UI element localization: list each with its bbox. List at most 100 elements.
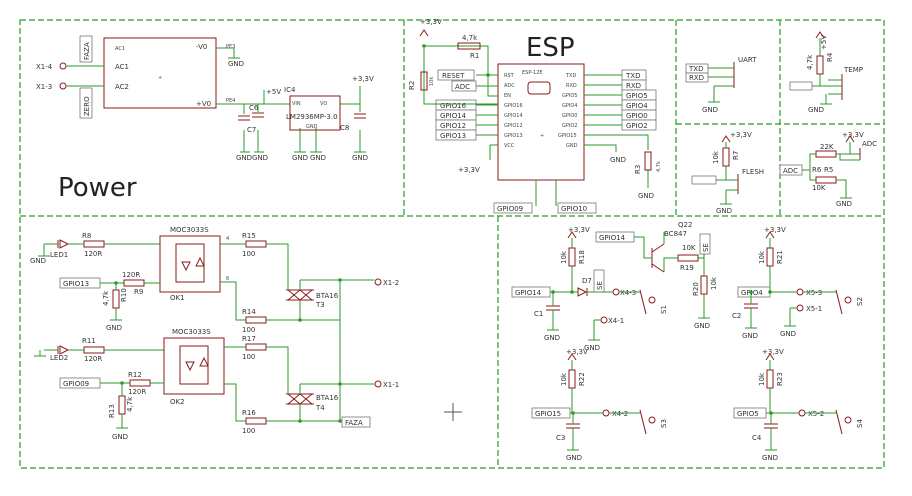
ic4-regulator: IC4 VIN VO GND LM2936MP-3.0 bbox=[284, 86, 341, 131]
esp-pin-gnd: GND bbox=[566, 143, 578, 149]
r13-designator: R13 bbox=[108, 404, 116, 418]
module-pin-ac1: AC1 bbox=[115, 63, 129, 71]
cap-c7: C7 bbox=[247, 126, 256, 134]
crosshair-cursor bbox=[444, 403, 462, 421]
esp-net-gpio09: GPIO09 bbox=[497, 205, 523, 213]
uart-net-rxd: RXD bbox=[689, 74, 704, 82]
gnd-label-esp: GND bbox=[610, 156, 626, 164]
r23-designator: R23 bbox=[776, 372, 784, 386]
r18-designator: R18 bbox=[578, 250, 586, 264]
cap-c8: C8 bbox=[340, 124, 349, 132]
r16-value: 100 bbox=[242, 427, 255, 435]
switch-s4-circuit: +3,3V 10k R23 GPIO5 X5-2 C4 S4 GND bbox=[733, 348, 864, 462]
s4-net-gpio5: GPIO5 bbox=[737, 410, 759, 418]
s2-gnd-c2: GND bbox=[742, 332, 758, 340]
r16-designator: R16 bbox=[242, 409, 256, 417]
svg-text:6: 6 bbox=[226, 276, 229, 282]
r21-designator: R21 bbox=[776, 250, 784, 264]
r2-value: 10k bbox=[429, 77, 435, 86]
esp-net-gpio0: GPIO0 bbox=[626, 112, 648, 120]
r22-designator: R22 bbox=[578, 372, 586, 386]
t4-designator: T4 bbox=[315, 404, 325, 412]
connector-x1-3-pad bbox=[59, 82, 67, 90]
gnd-label-module: GND bbox=[228, 60, 244, 68]
gpio13-branch: GPIO13 120R R9 4,7k R10 GND bbox=[59, 271, 160, 332]
adc-net: ADC bbox=[783, 167, 798, 175]
r14-designator: R14 bbox=[242, 308, 256, 316]
connector-x5-3: X5-3 bbox=[806, 289, 822, 297]
esp-pin-gpio12: GPIO12 bbox=[504, 123, 523, 129]
uart-title: UART bbox=[738, 56, 757, 64]
ok2-part: MOC3033S bbox=[172, 328, 211, 336]
connector-x4-2: X4-2 bbox=[612, 410, 628, 418]
q22-net-se: SE bbox=[702, 243, 710, 252]
esp-net-gpio2: GPIO2 bbox=[626, 122, 648, 130]
t3-designator: T3 bbox=[315, 301, 325, 309]
adc-gnd: GND bbox=[836, 200, 852, 208]
gnd-label-r3: GND bbox=[638, 192, 654, 200]
vcc-label-esp-bottom: +3,3V bbox=[458, 166, 480, 174]
led2-branch: LED2 R11 120R bbox=[34, 337, 164, 363]
connector-x1-4: X1-4 bbox=[36, 63, 53, 71]
r10-designator: R10 bbox=[120, 288, 128, 302]
esp-net-gpio16: GPIO16 bbox=[440, 102, 467, 110]
v5-label: +5V bbox=[266, 88, 281, 96]
power-capacitors: C7 C6 C8 bbox=[238, 104, 366, 134]
r11-value: 120R bbox=[84, 355, 102, 363]
r20-value: 10k bbox=[710, 276, 718, 290]
switch-s2-circuit: +3,3V 10k R21 GPIO4 X5-3 C2 X5-1 S2 GND … bbox=[732, 226, 864, 340]
q22-part: BC847 bbox=[664, 230, 687, 238]
esp-net-gpio10: GPIO10 bbox=[561, 205, 587, 213]
esp-title: ESP bbox=[526, 33, 575, 63]
esp-pin-gpio14: GPIO14 bbox=[504, 113, 523, 119]
s1-vcc: +3,3V bbox=[568, 226, 590, 234]
vcc-label-power: +3,3V bbox=[352, 75, 374, 83]
gnd-label-c6: GND bbox=[252, 154, 268, 162]
s4-vcc: +3,3V bbox=[762, 348, 784, 356]
connector-x5-2: X5-2 bbox=[808, 410, 824, 418]
connector-x1-3: X1-3 bbox=[36, 83, 52, 91]
gnd-r13: GND bbox=[112, 433, 128, 441]
module-pin-plus-v0: +V0 bbox=[196, 100, 211, 108]
r18-value: 10k bbox=[560, 250, 568, 264]
r19-value: 10K bbox=[682, 244, 696, 252]
gpio09-branch: GPIO09 R12 120R R13 4,7k GND bbox=[59, 371, 164, 441]
t4-part: BTA16 bbox=[316, 394, 339, 402]
r17-value: 100 bbox=[242, 353, 255, 361]
led1-label: LED1 bbox=[50, 251, 68, 259]
adc-r6-value: 10K bbox=[812, 184, 826, 192]
gnd-label-c8: GND bbox=[352, 154, 368, 162]
r3-value: 4,7k bbox=[656, 161, 662, 172]
r10-value: 4,7k bbox=[102, 290, 110, 306]
adc-title: ADC bbox=[862, 140, 877, 148]
c3-designator: C3 bbox=[556, 434, 565, 442]
temp-gnd: GND bbox=[808, 106, 824, 114]
svg-text:4: 4 bbox=[226, 236, 229, 242]
flesh-vcc: +3,3V bbox=[730, 131, 752, 139]
adc-r5-designator: R5 bbox=[824, 166, 833, 174]
net-faza-triac: FAZA bbox=[345, 419, 363, 427]
d7-designator: D7 bbox=[582, 277, 592, 285]
svg-text:PE3: PE3 bbox=[226, 44, 235, 50]
esp-pin-gpio13: GPIO13 bbox=[504, 133, 523, 139]
ok2-label: OK2 bbox=[170, 398, 185, 406]
switch-s1-circuit: +3,3V 10k R18 GPIO14 D7 SE X4-3 C1 X4-1 … bbox=[511, 226, 668, 352]
ic4-pin-vo: VO bbox=[320, 101, 327, 107]
temp-block: +5V 4,7k R4 TEMP GND bbox=[789, 31, 863, 114]
r19-designator: R19 bbox=[680, 264, 694, 272]
module-pin-ac2: AC2 bbox=[115, 83, 129, 91]
r20-designator: R20 bbox=[692, 282, 700, 296]
uart-gnd: GND bbox=[702, 106, 718, 114]
esp-pin-adc: ADC bbox=[504, 83, 515, 89]
esp-net-reset: RESET bbox=[442, 72, 465, 80]
net-faza: FAZA bbox=[83, 42, 91, 60]
gnd-label-ic1: GND bbox=[292, 154, 308, 162]
led1-branch: LED1 R8 120R GND bbox=[30, 232, 160, 265]
esp-net-rxd: RXD bbox=[626, 82, 641, 90]
ok2-optocoupler: MOC3033S OK2 bbox=[163, 328, 225, 406]
esp-right-net-labels: TXD RXD GPIO5 GPIO4 GPIO0 GPIO2 bbox=[621, 69, 657, 131]
esp-pin-gpio5: GPIO5 bbox=[562, 93, 577, 99]
transistor-q22: GPIO14 Q22 BC847 10K R19 SE R20 10k GND bbox=[595, 221, 718, 330]
adc-r6-designator: R6 bbox=[812, 166, 822, 174]
